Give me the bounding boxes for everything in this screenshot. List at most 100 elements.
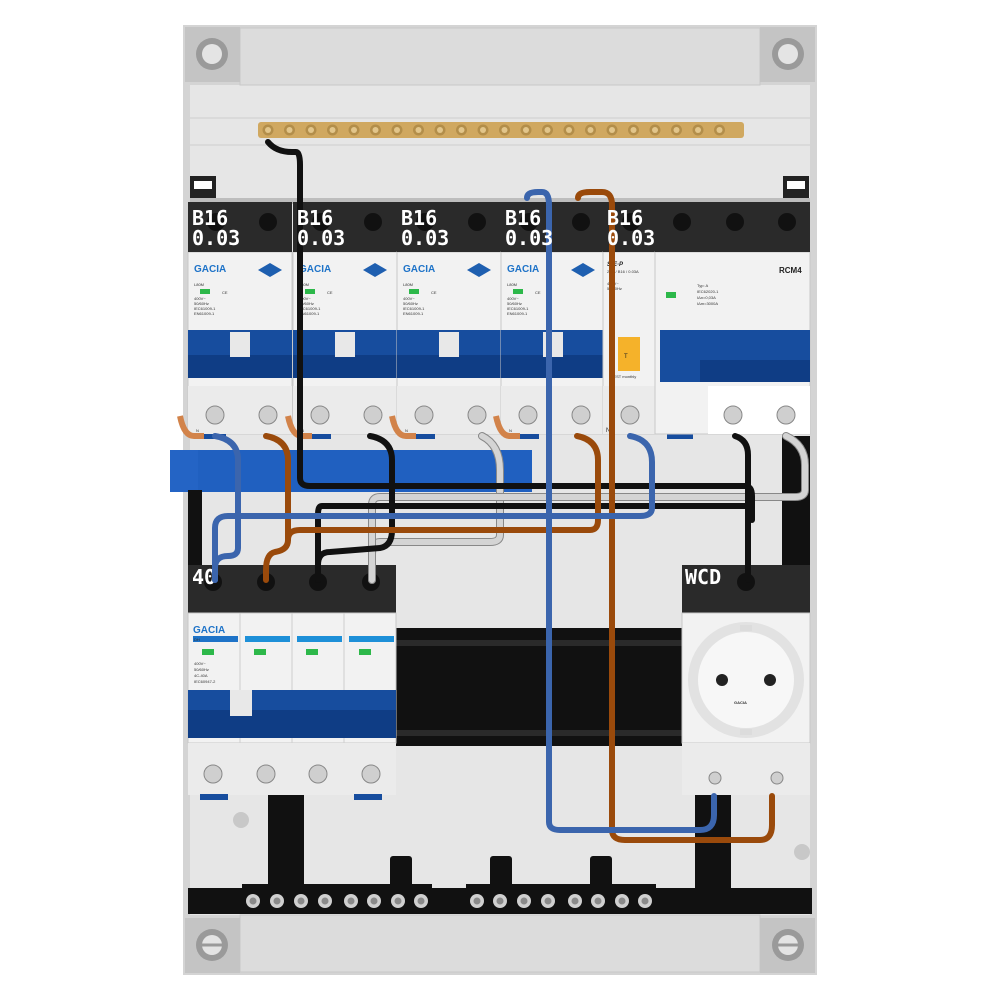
busbar-screw-head — [480, 127, 486, 133]
main-switch-model: DH — [194, 637, 200, 642]
phase-bridge — [177, 415, 204, 439]
bottom-screw-center — [321, 897, 329, 905]
wire-brown-a — [263, 433, 291, 583]
busbar-screw-head — [587, 127, 594, 133]
breaker-spec: IEC61009-1 — [299, 306, 321, 311]
din-clip — [409, 434, 435, 439]
breaker-spec: 50/60Hz — [403, 301, 418, 306]
ce-mark-icon: CE — [535, 290, 541, 295]
breaker-spec: 50/60Hz — [194, 301, 209, 306]
bottom-cover-strip — [239, 914, 761, 973]
busbar-screw-head — [394, 127, 400, 133]
rcm-spec-1: IEC62020-1 — [697, 289, 719, 294]
socket-brand: GACIA — [734, 700, 747, 705]
busbar-screw-head — [458, 127, 465, 133]
breaker-model: L80M — [403, 282, 413, 287]
breaker-spec: EN61009-1 — [299, 311, 320, 316]
din-clip — [667, 434, 693, 439]
ce-mark-icon: CE — [327, 290, 333, 295]
status-indicator — [200, 289, 210, 294]
phase-bridge — [389, 415, 416, 439]
rcm-spec-0: Typ: A — [697, 283, 708, 288]
breaker-toggle-base — [293, 355, 397, 378]
status-indicator — [409, 289, 419, 294]
wire-black-b — [315, 433, 395, 583]
main-spec-2: 4C-40A — [194, 673, 208, 678]
din-clip — [305, 434, 331, 439]
rcm-spec-2: IΔn=0,03A — [697, 295, 716, 300]
socket-outlet-icon[interactable] — [688, 622, 804, 738]
busbar-screw-head — [437, 127, 443, 133]
busbar-screw-head — [523, 127, 529, 133]
screw-terminal-icon — [776, 405, 796, 425]
wire-blue-c — [524, 189, 717, 833]
terminal-hole-icon — [520, 213, 538, 231]
bottom-screw-center — [473, 897, 481, 905]
bottom-screw-center — [496, 897, 504, 905]
screw-terminal-icon — [258, 405, 278, 425]
bottom-screw-center — [544, 897, 552, 905]
terminal-hole-icon — [259, 213, 277, 231]
busbar-screw-head — [308, 127, 314, 133]
rcbo-brand: S·E·P — [607, 262, 624, 268]
screw-terminal-icon — [467, 405, 487, 425]
busbar-screw-head — [351, 127, 357, 133]
phase-bridge — [493, 415, 520, 439]
terminal-hole-icon — [572, 213, 590, 231]
breaker-spec: 400V~ — [507, 296, 519, 301]
breaker-spec: 400V~ — [299, 296, 311, 301]
breaker-model: L80M — [299, 282, 309, 287]
breaker-spec: 400V~ — [194, 296, 206, 301]
breaker-toggle-base — [397, 355, 501, 378]
breaker-spec: 400V~ — [403, 296, 415, 301]
terminal-hole-icon — [312, 213, 330, 231]
mounting-hole-icon — [185, 918, 240, 973]
breaker-rating: B16 — [297, 206, 333, 230]
bottom-screw-center — [417, 897, 425, 905]
toggle-lever — [335, 332, 355, 357]
screw-terminal-icon — [770, 771, 784, 785]
busbar-screw-head — [695, 127, 701, 133]
busbar-screw-head — [716, 127, 723, 133]
diamond-logo-icon — [363, 263, 387, 277]
screw-terminal-icon — [205, 405, 225, 425]
bottom-screw-center — [249, 897, 257, 905]
breaker-spec: IEC61009-1 — [507, 306, 529, 311]
breaker-brand: GACIA — [194, 264, 226, 275]
main-spec-1: 50/60Hz — [194, 667, 209, 672]
screw-terminal-icon — [203, 764, 223, 784]
test-label: TEST monthly — [611, 374, 636, 379]
status-indicator — [513, 289, 523, 294]
breaker-sensitivity: 0.03 — [505, 226, 553, 250]
bottom-screw-center — [641, 897, 649, 905]
rcm-label: RCM4 — [779, 266, 802, 275]
screw-terminal-icon — [310, 405, 330, 425]
rcm-spec-3: IΔm=3000A — [697, 301, 718, 306]
rcbo-header: 2+N / B16 / 0.03A — [607, 269, 639, 274]
bottom-screw-center — [273, 897, 281, 905]
test-button[interactable] — [618, 337, 640, 371]
main-spec-0: 400V~ — [194, 661, 206, 666]
breaker-toggle-base — [188, 355, 292, 378]
screw-terminal-icon — [361, 764, 381, 784]
terminal-block — [188, 386, 292, 434]
terminal-hole-icon — [416, 213, 434, 231]
breaker-sensitivity: 0.03 — [607, 226, 655, 250]
breaker-brand: GACIA — [403, 264, 435, 275]
wire-brown-b — [285, 433, 601, 543]
neutral-marker: N — [405, 428, 408, 433]
diamond-logo-icon — [467, 263, 491, 277]
busbar-screw-head — [544, 127, 551, 133]
main-switch: 40 GACIA DH 400V~ 50/60Hz 4C-40A IEC6094… — [187, 565, 397, 800]
breaker-rating: B16 — [505, 206, 541, 230]
breaker-spec: IEC61009-1 — [194, 306, 216, 311]
breaker-spec: IEC61009-1 — [403, 306, 425, 311]
busbar-screw-head — [652, 127, 658, 133]
breaker-spec: EN61009-1 — [507, 311, 528, 316]
neutral-marker: N — [606, 428, 610, 434]
rcm-module: RCM4 Typ: A IEC62020-1 IΔn=0,03A IΔm=300… — [654, 202, 811, 435]
bottom-screw-center — [618, 897, 626, 905]
wire-black-c — [732, 433, 751, 583]
terminal-hole-icon — [207, 213, 225, 231]
